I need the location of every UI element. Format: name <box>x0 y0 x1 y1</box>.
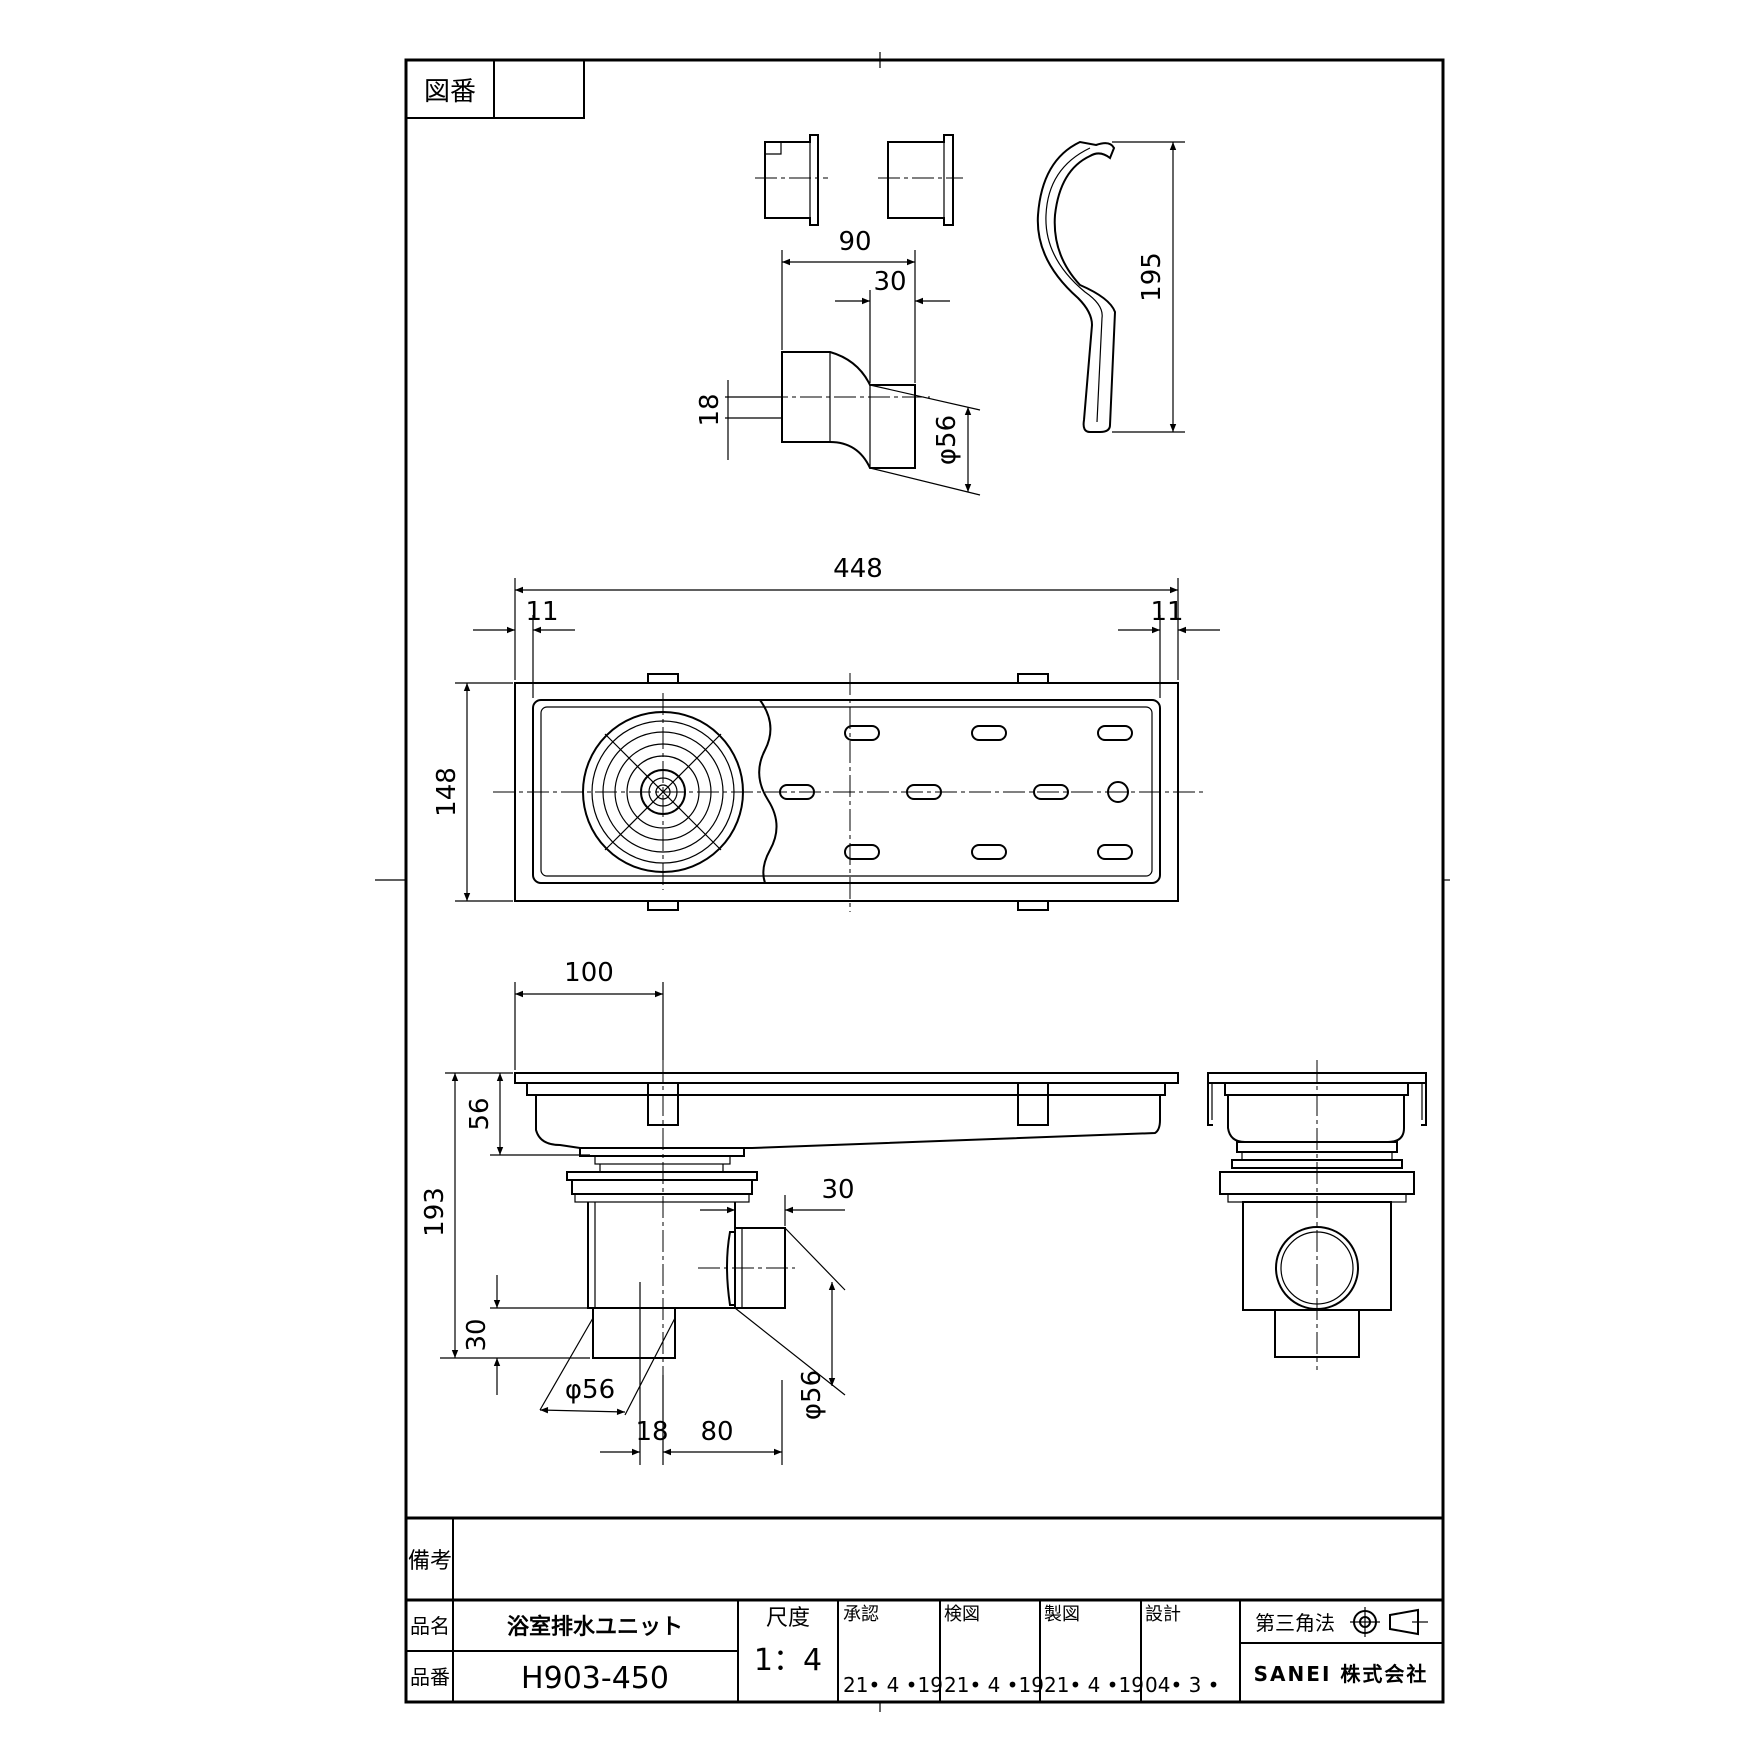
front-dimensions: 100 56 193 30 30 φ56 φ56 18 <box>420 958 855 1465</box>
dim-80: 80 <box>700 1417 733 1447</box>
dim-193: 193 <box>420 1187 450 1237</box>
projection-label: 第三角法 <box>1255 1611 1335 1635</box>
cap-part <box>878 134 963 226</box>
dim-100: 100 <box>564 958 614 988</box>
scale-label: 尺度 <box>766 1606 810 1631</box>
dim-448: 448 <box>833 554 883 584</box>
third-angle-projection-icon <box>1350 1607 1428 1637</box>
dim-56-bottom-right: φ56 <box>797 1370 827 1420</box>
company-name: SANEI 株式会社 <box>1254 1662 1429 1686</box>
designed-date: 04• 3 • <box>1145 1673 1219 1697</box>
approved-label: 承認 <box>843 1604 879 1625</box>
dim-30-side: 30 <box>821 1175 854 1205</box>
drawing-frame <box>375 52 1450 1712</box>
dim-56-bottom-left: φ56 <box>565 1375 615 1405</box>
drawn-label: 製図 <box>1044 1604 1080 1625</box>
drawn-date: 21• 4 •19 <box>1044 1673 1144 1697</box>
plan-dimensions: 448 11 11 148 <box>432 554 1220 902</box>
dim-18-bottom: 18 <box>635 1417 668 1447</box>
dim-11-right: 11 <box>1150 597 1183 627</box>
side-view <box>1207 1060 1427 1370</box>
dim-18-top: 18 <box>695 393 725 426</box>
drawing-number-label: 図番 <box>424 77 476 107</box>
drawing-number-box: 図番 <box>405 59 585 119</box>
checked-date: 21• 4 •19 <box>944 1673 1044 1697</box>
product-name-label: 品名 <box>410 1614 450 1638</box>
designed-label: 設計 <box>1145 1604 1181 1625</box>
dim-11-left: 11 <box>525 597 558 627</box>
remarks-label: 備考 <box>408 1549 452 1574</box>
elbow-part <box>766 351 930 469</box>
title-block: 備考 品名 浴室排水ユニット 品番 H903-450 尺度 1：4 承認 21•… <box>406 1516 1443 1702</box>
product-no-value: H903-450 <box>521 1661 669 1696</box>
product-name-value: 浴室排水ユニット <box>507 1614 683 1640</box>
dim-90: 90 <box>838 227 871 257</box>
dim-56-height: 56 <box>465 1097 495 1130</box>
dim-195: 195 <box>1137 252 1167 302</box>
dim-30-top: 30 <box>873 267 906 297</box>
approved-date: 21• 4 •19 <box>843 1673 943 1697</box>
plug-part <box>755 134 828 226</box>
product-no-label: 品番 <box>410 1665 450 1689</box>
checked-label: 検図 <box>944 1604 980 1625</box>
dim-148: 148 <box>432 767 462 817</box>
dim-56-top: φ56 <box>932 415 962 465</box>
plan-view <box>493 673 1205 912</box>
dim-30-bottom: 30 <box>462 1318 492 1351</box>
top-dimensions: 90 30 18 φ56 195 <box>695 141 1185 496</box>
hook-tool <box>1036 140 1117 433</box>
front-view <box>514 1060 1179 1375</box>
scale-value: 1：4 <box>754 1643 822 1678</box>
